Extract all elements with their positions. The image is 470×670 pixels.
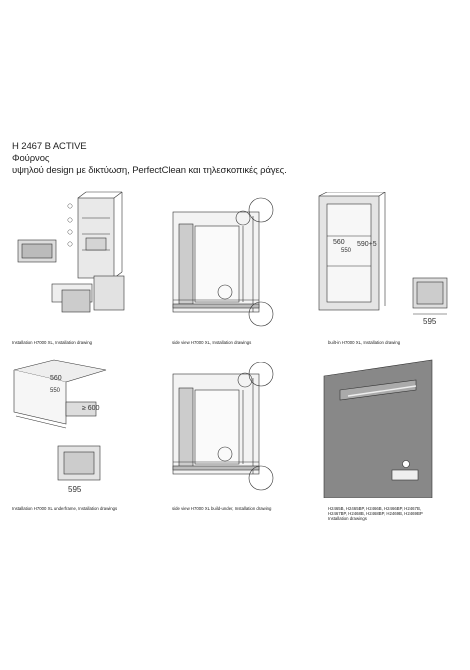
built-in-drawing: 560 550 590+5 595 — [318, 192, 448, 326]
side-view-drawing-2 — [172, 362, 274, 491]
dim-550-underframe: 550 — [50, 388, 61, 394]
underframe-drawing: 560 550 ≥ 600 595 — [13, 359, 107, 494]
product-description: υψηλού design με δικτύωση, PerfectClean … — [12, 165, 287, 176]
caption-underframe: Installation H7000 XL underframe, Instal… — [12, 506, 118, 511]
caption-side-view: side view H7000 XL, Installation drawing… — [172, 340, 252, 345]
side-view-drawing-1 — [172, 197, 274, 327]
dim-590: 590+5 — [357, 241, 377, 248]
caption-model-line-1: H2465B, H2465BP, H2466B, H2466BP, H2467B… — [328, 506, 422, 511]
dim-550: 550 — [341, 248, 352, 254]
front-handle-drawing — [323, 359, 433, 498]
installation-drawing-1 — [17, 191, 125, 313]
product-category: Φούρνος — [12, 153, 50, 164]
dim-595: 595 — [423, 317, 437, 326]
dim-595-underframe: 595 — [68, 485, 82, 494]
caption-model-line-3: Installation drawings — [328, 516, 367, 522]
caption-side-view-build-under: side view H7000 XL build-under, Installa… — [172, 506, 272, 511]
model-title: H 2467 B ACTIVE — [12, 141, 87, 152]
dim-560-underframe: 560 — [50, 375, 62, 382]
dim-600: ≥ 600 — [82, 405, 100, 412]
caption-installation-drawing: Installation H7000 XL, Installation draw… — [12, 340, 93, 345]
caption-model-line-2: H2467BP, H2468B, H2468BP, H2469B, H2469B… — [328, 511, 423, 517]
dim-560: 560 — [333, 239, 345, 246]
caption-built-in: built-in H7000 XL, Installation drawing — [328, 340, 401, 345]
document-header: H 2467 B ACTIVE Φούρνος υψηλού design με… — [12, 141, 287, 177]
caption-model-list: H2465B, H2465BP, H2466B, H2466BP, H2467B… — [328, 506, 423, 522]
